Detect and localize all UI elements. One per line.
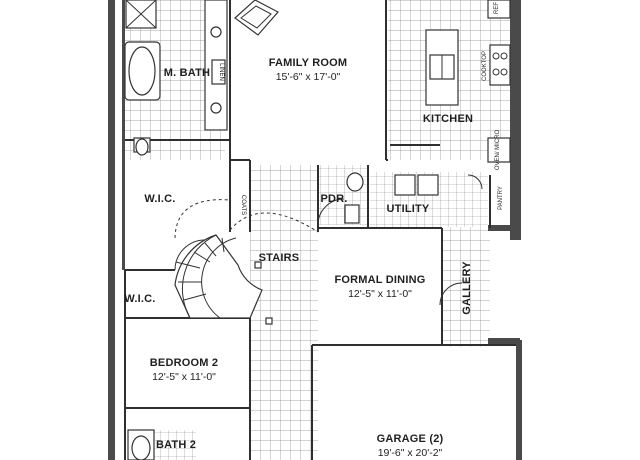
formal-dining-label: FORMAL DINING bbox=[334, 274, 425, 286]
bath-2-fixtures bbox=[127, 429, 155, 460]
powder-room-label: PDR. bbox=[320, 193, 347, 205]
refrigerator-tag: REF bbox=[494, 2, 500, 14]
garage-label: GARAGE (2) bbox=[377, 433, 444, 445]
family-room-label: FAMILY ROOM bbox=[269, 57, 348, 69]
master-bath-fixtures bbox=[124, 0, 228, 156]
powder-room-fixtures bbox=[344, 172, 439, 224]
formal-dining-dimensions: 12'-5" x 11'-0" bbox=[348, 288, 412, 300]
wic-lower-label: W.I.C. bbox=[124, 293, 155, 305]
interior-walls bbox=[124, 0, 516, 460]
fixture-tags: LINEN COATS COOKTOP OVEN/ MICRO PANTRY R… bbox=[218, 2, 504, 215]
utility-label: UTILITY bbox=[387, 203, 430, 215]
linen-tag: LINEN bbox=[218, 63, 224, 81]
gallery-label: GALLERY bbox=[461, 261, 473, 315]
pantry-tag: PANTRY bbox=[498, 186, 504, 210]
stairs-label: STAIRS bbox=[259, 252, 300, 264]
room-labels: FAMILY ROOM 15'-6" x 17'-0" M. BATH KITC… bbox=[124, 57, 473, 459]
bedroom-2-label: BEDROOM 2 bbox=[150, 357, 218, 369]
door-swings bbox=[174, 174, 483, 306]
fireplace bbox=[234, 0, 279, 36]
bedroom-2-dimensions: 12'-5" x 11'-0" bbox=[152, 371, 216, 383]
bath-2-label: BATH 2 bbox=[156, 439, 196, 451]
oven-micro-tag: OVEN/ MICRO bbox=[495, 130, 501, 171]
garage-dimensions: 19'-6" x 20'-2" bbox=[378, 447, 443, 459]
wic-upper-label: W.I.C. bbox=[144, 193, 175, 205]
master-bath-label: M. BATH bbox=[164, 67, 210, 79]
exterior-walls bbox=[108, 0, 522, 460]
coats-tag: COATS bbox=[240, 195, 246, 215]
cooktop-tag: COOKTOP bbox=[482, 51, 488, 81]
kitchen-label: KITCHEN bbox=[423, 113, 473, 125]
stairs-graphic bbox=[174, 234, 273, 325]
kitchen-island bbox=[425, 0, 511, 163]
family-room-dimensions: 15'-6" x 17'-0" bbox=[276, 71, 341, 83]
